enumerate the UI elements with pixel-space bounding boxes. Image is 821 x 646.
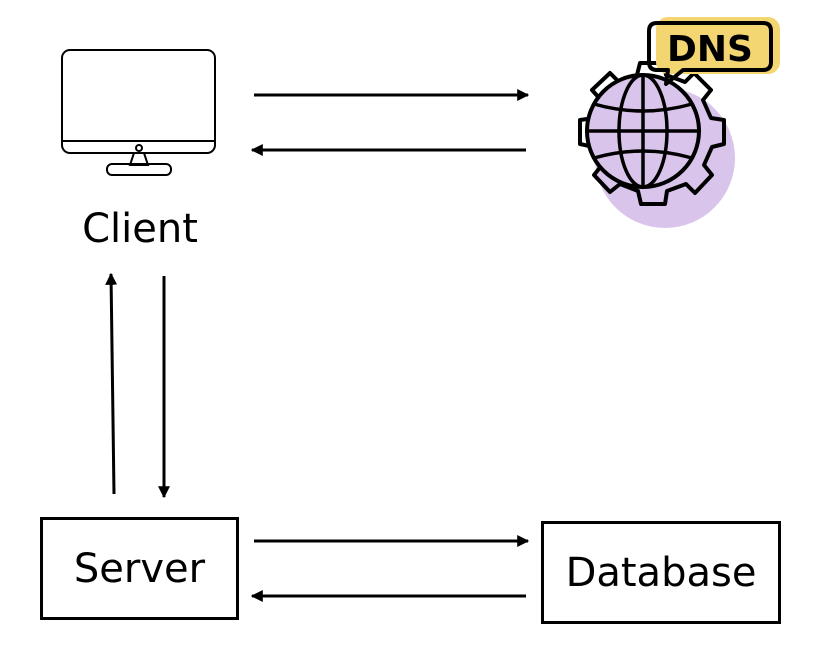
monitor-icon [61, 49, 216, 176]
dns-label: DNS [667, 29, 753, 70]
arrow-server-to-client [105, 272, 118, 495]
client-label: Client [82, 206, 198, 252]
database-node: Database [541, 521, 781, 624]
server-node: Server [40, 517, 239, 620]
database-label: Database [565, 549, 757, 596]
globe-gear-icon [578, 61, 735, 228]
server-label: Server [73, 545, 206, 592]
dns-badge: DNS [647, 17, 780, 86]
